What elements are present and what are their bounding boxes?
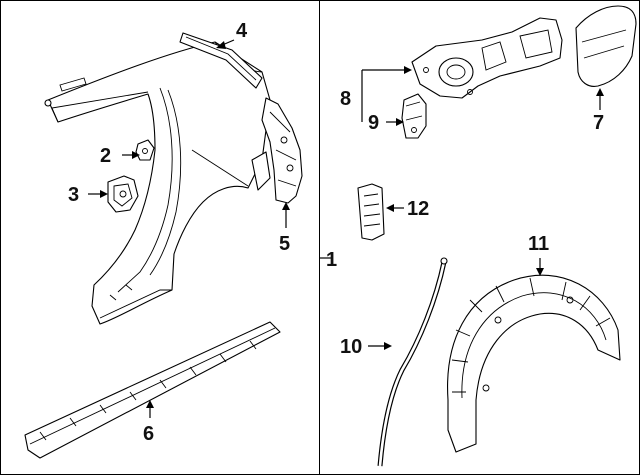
callout-12: 12 xyxy=(407,198,429,220)
rocker-sill xyxy=(24,321,281,459)
callout-7: 7 xyxy=(593,112,604,134)
callout-10: 10 xyxy=(340,336,362,358)
callout-6: 6 xyxy=(143,423,154,445)
inner-reinforcement xyxy=(251,97,303,204)
callout-3: 3 xyxy=(68,184,79,206)
callout-1: 1 xyxy=(326,249,337,271)
roof-rail-trim xyxy=(179,32,263,89)
callout-8: 8 xyxy=(340,88,351,110)
fuel-door xyxy=(575,5,637,87)
leader-lines-right xyxy=(361,66,604,350)
callout-2: 2 xyxy=(100,145,111,167)
wheelhouse-liner xyxy=(447,274,621,453)
quarter-panel xyxy=(44,41,271,325)
callout-9: 9 xyxy=(368,112,379,134)
pressure-vent xyxy=(357,183,385,241)
callout-11: 11 xyxy=(528,233,549,255)
leader-lines-left xyxy=(88,39,332,418)
fuel-filler-housing xyxy=(411,17,563,99)
weatherstrip xyxy=(377,257,448,467)
mounting-bracket xyxy=(107,175,139,213)
fuel-door-actuator xyxy=(401,93,427,139)
callout-4: 4 xyxy=(236,20,248,42)
small-bracket xyxy=(135,139,155,161)
callout-5: 5 xyxy=(279,233,290,255)
